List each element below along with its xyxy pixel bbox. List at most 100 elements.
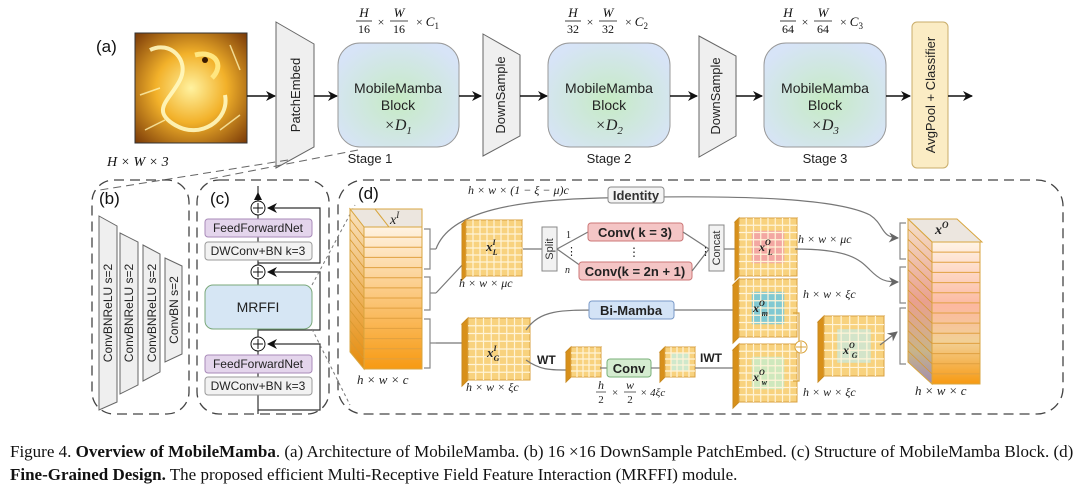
svg-text:×: × — [612, 387, 618, 399]
stack-stripe — [907, 289, 933, 314]
wavelet-conv-op: Conv — [606, 358, 652, 378]
local-output-cube — [733, 216, 799, 282]
stack-stripe — [907, 269, 933, 294]
stack-stripe — [907, 279, 933, 304]
stack-stripe — [349, 229, 365, 248]
conv-vdots: ⋮ — [628, 245, 640, 259]
svg-text:Bi-Mamba: Bi-Mamba — [600, 303, 663, 318]
zoom-line-patchembed — [99, 159, 289, 191]
zoom-line-mrffi-top — [311, 204, 356, 286]
input-image-fire-snake — [134, 32, 248, 144]
branch-last-index: n — [565, 265, 570, 276]
wt-label: WT — [537, 353, 556, 367]
iwt-label: IWT — [700, 351, 723, 365]
svg-text:W: W — [394, 5, 406, 20]
stack-stripe — [907, 299, 933, 324]
output-stack-dims: h × w × c — [915, 383, 967, 398]
stage-3-label: Stage 3 — [803, 151, 848, 166]
downsample-layer-2: DownSample — [698, 35, 737, 158]
stage-2-dims: H 32 × W 32 × C2 — [565, 5, 648, 36]
panel-label-a: (a) — [96, 37, 117, 56]
stack-stripe — [907, 350, 933, 375]
branch-vdots: ⋮ — [566, 246, 577, 258]
stack-stripe — [907, 320, 933, 344]
stack-stripe — [907, 228, 933, 253]
wavelet-dims: h 2 × w 2 × 4ξc — [596, 378, 665, 406]
svg-text:Block: Block — [808, 97, 843, 113]
caption-body: . (a) Architecture of MobileMamba. (b) 1… — [275, 442, 1074, 461]
svg-text:32: 32 — [602, 22, 614, 36]
svg-text:× C3: × C3 — [840, 14, 863, 31]
stack-stripe — [907, 309, 933, 334]
concat-op: Concat — [708, 224, 725, 272]
identity-dims: h × w × (1 − ξ − μ)c — [468, 183, 570, 197]
svg-text:Block: Block — [381, 97, 416, 113]
stack-stripe — [349, 279, 365, 299]
stack-stripe — [907, 330, 933, 354]
stack-stripe — [349, 269, 365, 289]
global-input-cube — [460, 316, 532, 388]
ffn-bottom: FeedForwardNet — [204, 354, 313, 374]
panel-b-frame — [91, 179, 190, 415]
local-input-cube — [460, 218, 524, 282]
svg-text:×D3: ×D3 — [811, 117, 839, 137]
stack-stripe — [349, 300, 365, 319]
global-output-cube — [816, 314, 886, 384]
cube-side — [732, 277, 740, 345]
svg-text:32: 32 — [567, 22, 579, 36]
cube-side — [461, 316, 469, 388]
cube-side — [734, 216, 740, 282]
caption-fine-grained: Fine-Grained Design. — [10, 465, 166, 484]
svg-text:× 4ξc: × 4ξc — [640, 387, 665, 399]
cube-side — [732, 342, 740, 410]
branch-first-index: 1 — [566, 230, 571, 241]
input-stack-dims: h × w × c — [357, 372, 409, 387]
stage-1-dims: H 16 × W 16 × C1 — [356, 5, 439, 36]
add-icon — [250, 336, 266, 352]
stack-stripe — [349, 320, 365, 339]
stage-3-block: MobileMamba Block ×D3 — [763, 42, 887, 148]
panel-label-b: (b) — [99, 189, 120, 208]
patch-embed-layer-3: ConvBNReLU s=2 — [145, 263, 159, 362]
stage-2-block: MobileMamba Block ×D2 — [547, 42, 671, 148]
svg-text:xI: xI — [389, 210, 400, 228]
svg-text:AvgPool + Classifier: AvgPool + Classifier — [923, 36, 938, 153]
svg-text:xO: xO — [934, 220, 949, 238]
output-feature-stack: xO — [906, 217, 984, 386]
svg-text:H: H — [782, 5, 793, 20]
patch-embed-layer-4: ConvBN s=2 — [167, 276, 181, 344]
cube-inner-region — [671, 353, 689, 371]
svg-text:Split: Split — [544, 238, 556, 259]
figure-caption: Figure 4. Overview of MobileMamba. (a) A… — [10, 440, 1075, 486]
svg-text:×: × — [802, 15, 809, 29]
svg-text:DownSample: DownSample — [493, 56, 508, 133]
svg-text:2: 2 — [627, 394, 633, 406]
svg-text:64: 64 — [782, 22, 794, 36]
svg-text:W: W — [603, 5, 615, 20]
panel-d-frame — [337, 179, 1064, 415]
stack-stripe — [907, 259, 933, 283]
zoom-line-mrffi-bottom — [311, 328, 351, 406]
svg-text:h: h — [598, 378, 604, 392]
stack-stripe — [349, 259, 365, 278]
downsample-layer-1: DownSample — [482, 33, 521, 157]
bi-mamba-op: Bi-Mamba — [588, 300, 675, 320]
patch-embed-layers: ConvBNReLU s=2 ConvBNReLU s=2 ConvBNReLU… — [98, 215, 183, 411]
panel-label-d: (d) — [358, 184, 379, 203]
svg-text:× C1: × C1 — [416, 14, 439, 31]
svg-text:MobileMamba: MobileMamba — [354, 80, 442, 96]
patch-embed-layer: PatchEmbed — [275, 21, 315, 169]
wavelet-branch-output-dims: h × w × ξc — [803, 385, 856, 399]
panel-label-c: (c) — [210, 189, 230, 208]
ffn-top: FeedForwardNet — [204, 218, 313, 238]
cube-face — [570, 346, 602, 378]
svg-text:H: H — [358, 5, 369, 20]
wavelet-input-cube — [564, 345, 603, 384]
avgpool-classifier-head: AvgPool + Classifier — [911, 21, 949, 169]
svg-text:DownSample: DownSample — [708, 57, 723, 134]
svg-text:16: 16 — [358, 22, 370, 36]
svg-text:16: 16 — [393, 22, 405, 36]
